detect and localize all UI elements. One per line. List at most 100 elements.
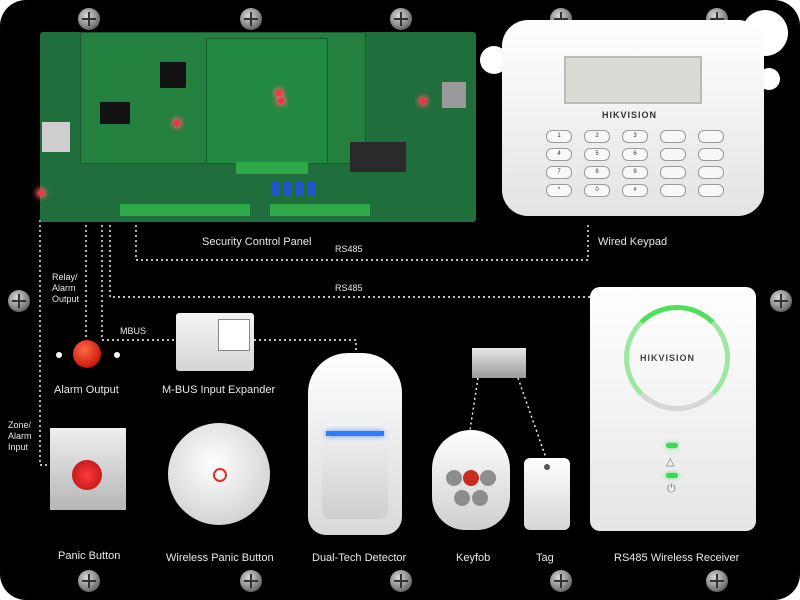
expander-dip-switch — [218, 319, 250, 351]
terminal-dot — [56, 352, 62, 358]
screw-icon — [240, 570, 262, 592]
wireless-panic-indicator-icon — [213, 468, 227, 482]
rfid-tag-device — [524, 458, 570, 530]
label-keypad: Wired Keypad — [598, 236, 668, 248]
pcb-chip — [100, 102, 130, 124]
keypad-key: # — [622, 184, 648, 197]
detector-led-bar — [326, 431, 384, 436]
pcb-chip — [42, 122, 70, 152]
pcb-status-led — [420, 98, 426, 104]
keyfob-device — [432, 430, 510, 530]
terminal-dot — [114, 352, 120, 358]
receiver-signal-arc — [624, 305, 730, 411]
keyfob-panic-button-icon — [463, 470, 479, 486]
keypad-key — [660, 166, 686, 179]
receiver-status-indicator — [666, 473, 678, 478]
input-expander-module — [176, 313, 254, 371]
tag-hole — [544, 464, 550, 470]
control-panel-board — [38, 32, 476, 222]
screw-icon — [8, 290, 30, 312]
keyfob-button-icon — [446, 470, 462, 486]
screw-icon — [706, 570, 728, 592]
wired-keypad: HIKVISION 1 2 3 4 5 6 7 8 9 * 0 # — [502, 20, 764, 216]
pcb-status-led — [276, 90, 282, 96]
wireless-panic-button-device — [168, 423, 270, 525]
label-rs485-keypad: RS485 — [335, 244, 363, 254]
label-wireless-panic-button: Wireless Panic Button — [166, 552, 274, 564]
keypad-key — [698, 166, 724, 179]
panic-button-device — [50, 428, 126, 510]
panic-button-red-icon — [72, 460, 102, 490]
keypad-key: 7 — [546, 166, 572, 179]
wire-bracket-tag — [517, 377, 547, 459]
keypad-lcd-screen — [564, 56, 702, 104]
detector-lens — [322, 423, 388, 519]
keypad-key: * — [546, 184, 572, 197]
keypad-key — [660, 184, 686, 197]
wire-bracket-keyfob — [469, 377, 479, 431]
keyfob-button-icon — [480, 470, 496, 486]
wire-zone-input — [39, 220, 50, 466]
pcb-chip — [350, 142, 406, 172]
screw-icon — [770, 290, 792, 312]
wire-mbus — [101, 220, 176, 341]
pcb-terminal-block — [120, 204, 250, 216]
keypad-brand-logo: HIKVISION — [602, 110, 658, 120]
receiver-brand-logo: HIKVISION — [640, 353, 696, 363]
power-icon: ⏻ — [667, 483, 676, 495]
label-zone-input: Zone/ Alarm Input — [8, 420, 32, 452]
label-detector: Dual-Tech Detector — [312, 552, 407, 564]
screw-icon — [240, 8, 262, 30]
screw-icon — [390, 8, 412, 30]
label-input-expander: M-BUS Input Expander — [162, 384, 276, 396]
label-keyfob: Keyfob — [456, 552, 491, 564]
label-receiver: RS485 Wireless Receiver — [614, 552, 740, 564]
keypad-key: 2 — [584, 130, 610, 143]
pcb-terminal-block — [236, 162, 308, 174]
keypad-key: 0 — [584, 184, 610, 197]
screw-icon — [390, 570, 412, 592]
receiver-power-indicator — [666, 443, 678, 448]
pcb-chip — [160, 62, 186, 88]
alarm-siren-icon — [73, 340, 101, 368]
pcb-jumper — [272, 182, 280, 196]
label-mbus: MBUS — [120, 326, 147, 336]
pcb-daughter-board — [206, 38, 328, 164]
keypad-key: 6 — [622, 148, 648, 161]
pcb-jumper — [296, 182, 304, 196]
pcb-status-led — [38, 190, 44, 196]
wire-rs485-keypad — [135, 220, 589, 261]
screw-icon — [550, 570, 572, 592]
label-tag: Tag — [536, 552, 554, 564]
pcb-status-led — [174, 120, 180, 126]
label-relay-output: Relay/ Alarm Output — [52, 272, 80, 304]
dual-tech-detector-device — [308, 353, 402, 535]
label-control-panel: Security Control Panel — [202, 236, 312, 248]
keypad-key: 1 — [546, 130, 572, 143]
label-alarm-output: Alarm Output — [54, 384, 119, 396]
pcb-status-led — [278, 98, 284, 104]
keypad-key — [698, 130, 724, 143]
wire-rs485-receiver — [109, 220, 661, 298]
keypad-key: 4 — [546, 148, 572, 161]
keypad-key — [698, 148, 724, 161]
keyfob-button-icon — [472, 490, 488, 506]
pcb-jumper — [308, 182, 316, 196]
label-rs485-receiver: RS485 — [335, 283, 363, 293]
keypad-key — [660, 148, 686, 161]
keypad-key — [660, 130, 686, 143]
warning-icon: △ — [666, 456, 675, 468]
keypad-key: 5 — [584, 148, 610, 161]
screw-icon — [78, 8, 100, 30]
wireless-receiver-device: HIKVISION △ ⏻ — [590, 287, 756, 531]
label-panic-button: Panic Button — [58, 550, 121, 562]
screw-icon — [78, 570, 100, 592]
pcb-chip — [442, 82, 466, 108]
wire-expander-detector — [254, 339, 357, 353]
keypad-key: 9 — [622, 166, 648, 179]
pcb-terminal-block — [270, 204, 370, 216]
card-holder-bracket — [472, 348, 526, 378]
keypad-key: 3 — [622, 130, 648, 143]
